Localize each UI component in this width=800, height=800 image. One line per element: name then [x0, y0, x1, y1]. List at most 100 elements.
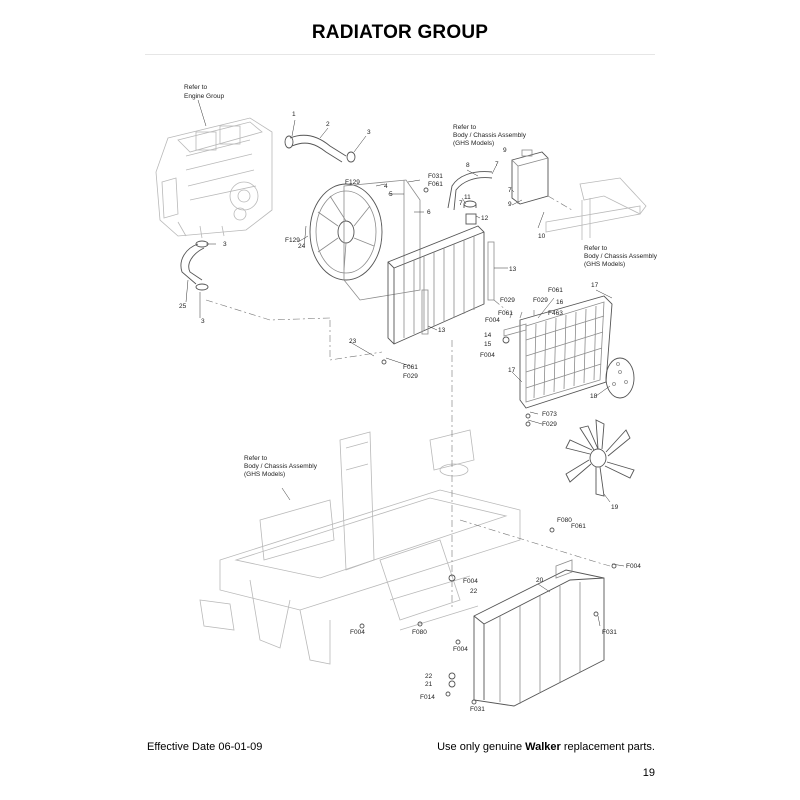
callout-f029: F029 — [542, 421, 557, 428]
callout-f014: F014 — [420, 694, 435, 701]
callout-7: 7 — [495, 161, 499, 168]
callout-f061: F061 — [571, 523, 586, 530]
ref-body-upper-line1: Refer to — [453, 124, 477, 131]
radiator-cap — [463, 200, 477, 208]
callout-3: 3 — [201, 318, 205, 325]
callout-f073: F073 — [542, 411, 557, 418]
callout-4: 4 — [384, 183, 388, 190]
callout-f004: F004 — [350, 629, 365, 636]
callout-22: 22 — [425, 673, 433, 680]
ref-body-lower-line2: Body / Chassis Assembly — [244, 463, 318, 470]
callout-f061: F061 — [428, 181, 443, 188]
engine-fan-blade — [565, 419, 635, 497]
callout-f061: F061 — [548, 287, 563, 294]
callout-17: 17 — [591, 282, 599, 289]
callout-f029: F029 — [533, 297, 548, 304]
page-title: RADIATOR GROUP — [311, 22, 489, 43]
screen-brackets — [502, 310, 535, 344]
body-bracket-right — [545, 177, 647, 240]
callout-21: 21 — [425, 681, 433, 688]
radiator-screen — [519, 295, 613, 409]
callout-11: 11 — [464, 194, 471, 201]
coolant-overflow-bottle — [511, 149, 549, 205]
callout-16: 16 — [556, 299, 564, 306]
overflow-hose — [447, 171, 493, 211]
callout-12: 12 — [481, 215, 489, 222]
ref-body-lower-line1: Refer to — [244, 455, 268, 462]
fan-shroud — [343, 179, 421, 301]
note-suffix: replacement parts. — [563, 741, 655, 753]
leader-lines — [185, 119, 625, 627]
page-number: 19 — [642, 767, 655, 779]
centerline-guard-right — [459, 519, 611, 567]
callout-15: 15 — [484, 341, 492, 348]
ref-engine-leader — [197, 99, 207, 127]
callout-3: 3 — [367, 129, 371, 136]
lower-radiator-hose — [180, 240, 209, 291]
callout-f129: F129 — [285, 237, 300, 244]
radiator — [387, 213, 485, 345]
callout-20: 20 — [536, 577, 544, 584]
ref-body-right-line1: Refer to — [584, 245, 608, 252]
callout-9: 9 — [503, 147, 507, 154]
callout-f061: F061 — [403, 364, 418, 371]
callout-13: 13 — [509, 266, 517, 273]
callout-18: 18 — [590, 393, 598, 400]
callout-f004: F004 — [463, 578, 478, 585]
callout-13: 13 — [438, 327, 446, 334]
callout-3: 3 — [223, 241, 227, 248]
electric-fan — [309, 183, 383, 281]
ref-engine-line2: Engine Group — [184, 93, 224, 100]
upper-radiator-hose — [284, 134, 356, 163]
ref-body-upper-line3: (GHS Models) — [453, 140, 494, 147]
callout-22: 22 — [470, 588, 478, 595]
callout-f061: F061 — [498, 310, 513, 317]
callout-25: 25 — [179, 303, 187, 310]
callout-f080: F080 — [557, 517, 572, 524]
ref-body-right-line2: Body / Chassis Assembly — [584, 253, 658, 260]
callout-7: 7 — [508, 187, 512, 194]
centerline-fan-radiator — [329, 320, 383, 361]
radiator-side-seals — [421, 241, 495, 335]
ref-body-lower-line3: (GHS Models) — [244, 471, 285, 478]
note-prefix: Use only genuine — [437, 741, 523, 753]
callout-f463: F463 — [548, 310, 563, 317]
callout-f004: F004 — [485, 317, 500, 324]
callout-f080: F080 — [412, 629, 427, 636]
ref-body-upper-line2: Body / Chassis Assembly — [453, 132, 527, 139]
callout-6: 6 — [427, 209, 431, 216]
fan-guard-plate — [605, 357, 635, 399]
grille-guard — [473, 559, 605, 707]
callout-f129: F129 — [345, 179, 360, 186]
genuine-parts-note: Use only genuine Walker replacement part… — [437, 741, 655, 753]
callout-5: 5 — [389, 191, 393, 198]
callout-f031: F031 — [602, 629, 617, 636]
callout-2: 2 — [326, 121, 330, 128]
callout-labels: 1 2 3 3 3 25 F129 4 5 F031 F061 6 F129 2… — [179, 111, 641, 713]
callout-8: 8 — [466, 162, 470, 169]
ref-engine-line1: Refer to — [184, 84, 208, 91]
centerline-bottle-bracket — [547, 195, 573, 211]
brand-name: Walker — [525, 741, 561, 753]
callout-f004: F004 — [480, 352, 495, 359]
hardware-fasteners — [359, 187, 617, 705]
callout-f004: F004 — [626, 563, 641, 570]
callout-9: 9 — [508, 201, 512, 208]
callout-10: 10 — [538, 233, 546, 240]
callout-17: 17 — [508, 367, 516, 374]
callout-23: 23 — [349, 338, 357, 345]
callout-1: 1 — [292, 111, 296, 118]
callout-19: 19 — [611, 504, 619, 511]
title-divider — [145, 54, 655, 55]
callout-7: 7 — [459, 200, 463, 207]
chassis-frame — [199, 429, 521, 665]
centerline-screen — [493, 299, 507, 311]
centerline-hose-engine — [205, 299, 331, 321]
callout-f029: F029 — [500, 297, 515, 304]
callout-f031: F031 — [428, 173, 443, 180]
callout-24: 24 — [298, 243, 306, 250]
callout-f029: F029 — [403, 373, 418, 380]
engine-illustration — [155, 117, 273, 239]
callout-f004: F004 — [453, 646, 468, 653]
effective-date: Effective Date 06-01-09 — [147, 741, 263, 753]
